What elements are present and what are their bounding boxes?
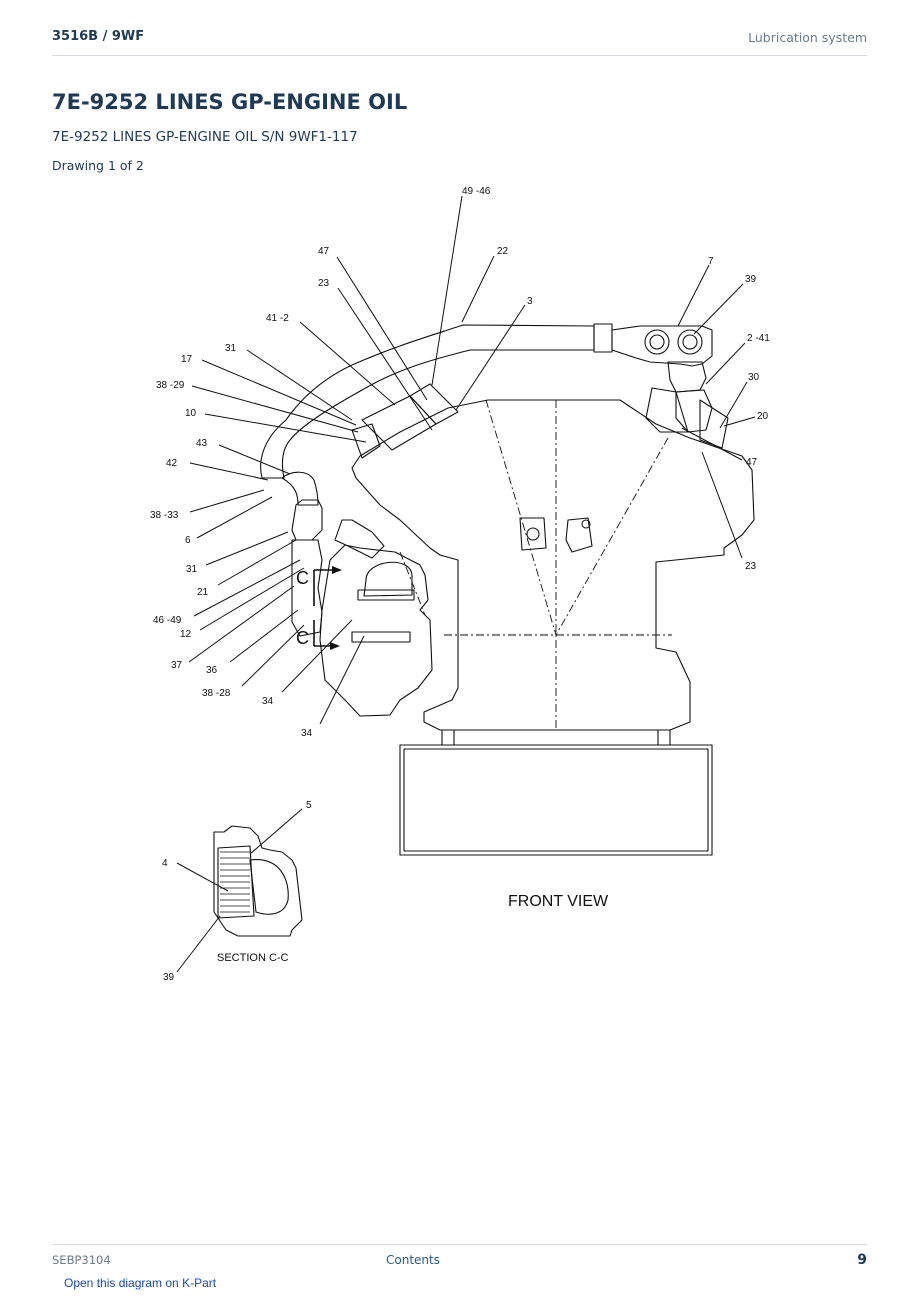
callout-42: 42 <box>166 458 178 469</box>
footer-divider <box>52 1244 867 1245</box>
callout-37: 37 <box>171 660 183 671</box>
callout-4: 4 <box>162 858 168 869</box>
page-number: 9 <box>857 1252 867 1268</box>
callout-43: 43 <box>196 438 208 449</box>
section-c-c-label: SECTION C-C <box>217 952 289 964</box>
section-hatching <box>220 851 250 913</box>
callout-5: 5 <box>306 800 312 811</box>
callout-30: 30 <box>748 372 760 383</box>
drawing-number: Drawing 1 of 2 <box>52 158 144 173</box>
callout-labels: 49 -46 22 47 23 3 7 39 2 -41 41 -2 31 17… <box>150 186 770 983</box>
engine-outline <box>213 323 755 937</box>
callout-17: 17 <box>181 354 193 365</box>
centerlines <box>399 399 672 728</box>
callout-36: 36 <box>206 665 218 676</box>
callout-21: 21 <box>197 587 209 598</box>
leader-lines <box>176 195 756 973</box>
callout-12: 12 <box>180 629 192 640</box>
callout-2-41: 2 -41 <box>747 333 770 344</box>
callout-34-left: 34 <box>262 696 274 707</box>
section-mark-c-top: C <box>296 568 309 588</box>
callout-49-46: 49 -46 <box>462 186 491 197</box>
page-subtitle: 7E-9252 LINES GP-ENGINE OIL S/N 9WF1-117 <box>52 129 358 145</box>
callout-23-top: 23 <box>318 278 330 289</box>
callout-34-bottom: 34 <box>301 728 313 739</box>
callout-47-right: 47 <box>746 457 758 468</box>
callout-10: 10 <box>185 408 197 419</box>
callout-38-33: 38 -33 <box>150 510 179 521</box>
header-section: Lubrication system <box>748 30 867 45</box>
page-title: 7E-9252 LINES GP-ENGINE OIL <box>52 90 408 114</box>
callout-3: 3 <box>527 296 533 307</box>
front-view-label: FRONT VIEW <box>508 893 609 910</box>
section-mark-c-bottom: C <box>296 628 309 648</box>
section-arrows <box>330 566 342 650</box>
callout-46-49: 46 -49 <box>153 615 182 626</box>
header-model: 3516B / 9WF <box>52 29 145 44</box>
callout-47-top: 47 <box>318 246 330 257</box>
callout-39-right: 39 <box>745 274 757 285</box>
header-divider <box>52 55 867 56</box>
callout-39-bottom: 39 <box>163 972 175 983</box>
callout-7: 7 <box>708 256 714 267</box>
contents-link[interactable]: Contents <box>386 1253 440 1267</box>
callout-6: 6 <box>185 535 191 546</box>
callout-22: 22 <box>497 246 509 257</box>
callout-31-mid: 31 <box>186 564 198 575</box>
section-cut-lines <box>313 569 332 647</box>
callout-31-top: 31 <box>225 343 237 354</box>
callout-41-2: 41 -2 <box>266 313 289 324</box>
open-kpart-link[interactable]: Open this diagram on K-Part <box>64 1276 217 1290</box>
callout-38-29: 38 -29 <box>156 380 185 391</box>
callout-20: 20 <box>757 411 769 422</box>
footer-doc-number: SEBP3104 <box>52 1253 111 1267</box>
callout-38-28: 38 -28 <box>202 688 231 699</box>
callout-23-right: 23 <box>745 561 757 572</box>
